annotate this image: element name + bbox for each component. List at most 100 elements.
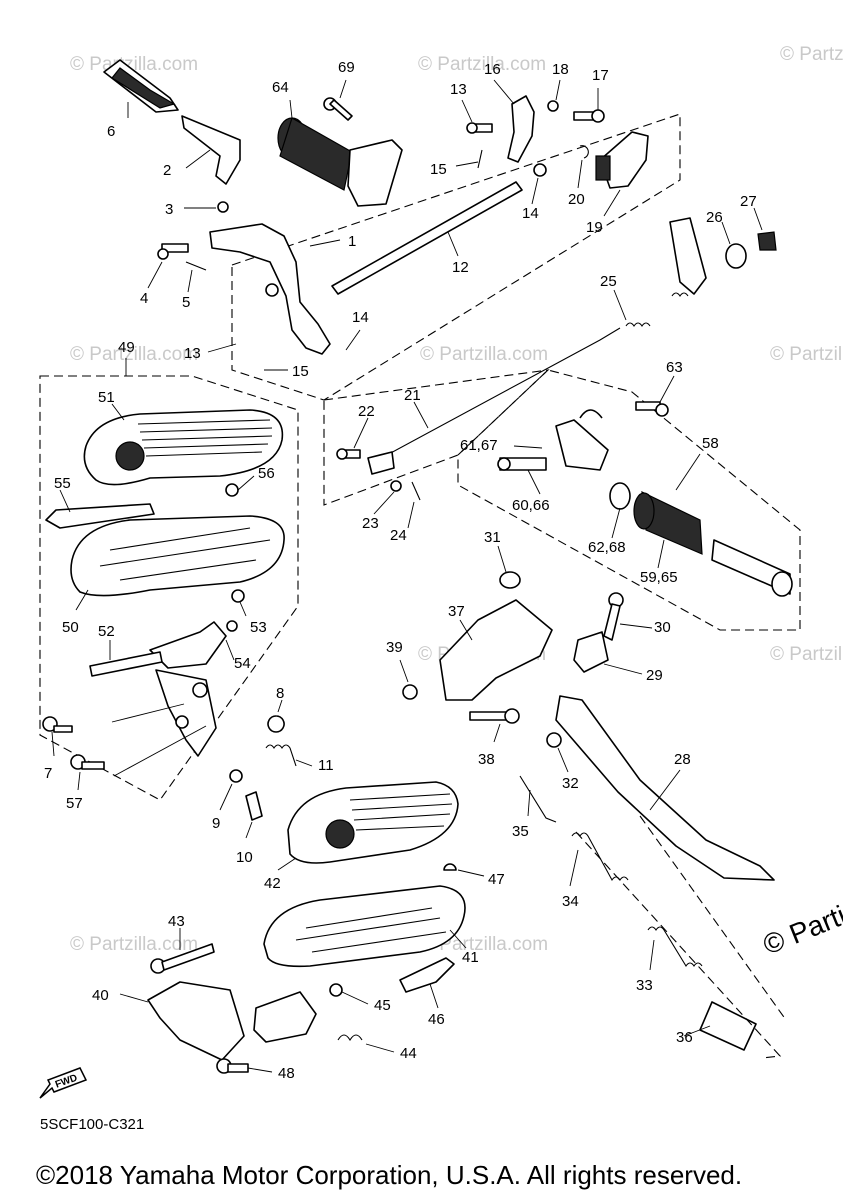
callout-57: 57 [66, 795, 83, 812]
callout-24: 24 [390, 527, 407, 544]
group-box-12 [231, 113, 681, 401]
callout-20: 20 [568, 191, 585, 208]
callout-43: 43 [168, 913, 185, 930]
grommet-47 [443, 863, 457, 871]
callout-10: 10 [236, 849, 253, 866]
callout-54: 54 [234, 655, 251, 672]
callout-12: 12 [452, 259, 469, 276]
callout-4: 4 [140, 290, 148, 307]
group-box-21 [323, 369, 550, 506]
pedal-bracket [181, 115, 241, 185]
floorboard-assembly-49 [42, 409, 297, 821]
callout-32: 32 [562, 775, 579, 792]
brake-arm-boss [265, 283, 279, 297]
sidestand-28 [555, 695, 775, 881]
washer-23 [390, 480, 402, 492]
callout-33: 33 [636, 977, 653, 994]
callout-52: 52 [98, 623, 115, 640]
callout-64: 64 [272, 79, 289, 96]
watermark: © Partzilla.com [70, 54, 198, 75]
washer-8 [267, 715, 285, 733]
link-26 [669, 217, 707, 295]
callout-30: 30 [654, 619, 671, 636]
bracket-frame [155, 669, 217, 757]
sidestand-assembly [402, 571, 787, 1059]
callout-44: 44 [400, 1045, 417, 1062]
callout-3: 3 [165, 201, 173, 218]
spring-35 [519, 775, 557, 823]
bolt-69 [323, 97, 353, 121]
floorboard-tray-50 [70, 515, 285, 597]
group-box-58 [457, 369, 801, 631]
nut-32 [546, 732, 562, 748]
star-emblem-lower [325, 819, 355, 849]
washer-62-68 [609, 482, 631, 510]
callout-41: 41 [462, 949, 479, 966]
callout-46: 46 [428, 1011, 445, 1028]
callout-1: 1 [348, 233, 356, 250]
watermark: © Partzilla.com [70, 344, 198, 365]
watermark: © Partzilla.com [70, 934, 198, 955]
copyright-notice: ©2018 Yamaha Motor Corporation, U.S.A. A… [36, 1160, 743, 1190]
callout-47: 47 [488, 871, 505, 888]
bracket-37 [439, 599, 553, 701]
callout-31: 31 [484, 529, 501, 546]
floorboard-tray-41 [263, 885, 466, 968]
pin-22 [336, 448, 361, 460]
peg-pin [711, 539, 791, 595]
spring-33 [647, 926, 703, 968]
bracket-29 [573, 631, 609, 673]
bolt-48 [216, 1058, 249, 1074]
bolt-13 [466, 122, 493, 134]
shift-rod-12 [331, 181, 523, 295]
bracket-40 [147, 981, 245, 1061]
spring-34 [571, 832, 629, 882]
callout-21: 21 [404, 387, 421, 404]
callout-39: 39 [386, 639, 403, 656]
group-box-49 [39, 375, 299, 801]
lower-floorboard-assembly [147, 781, 466, 1074]
spring-44 [337, 1034, 363, 1042]
callout-15: 15 [430, 161, 447, 178]
nut-39 [402, 684, 418, 700]
washer-14 [533, 163, 547, 177]
washer-54 [226, 620, 238, 632]
callout-17: 17 [592, 67, 609, 84]
callout-22: 22 [358, 403, 375, 420]
callout-69: 69 [338, 59, 355, 76]
watermark: © Partzilla.com [780, 44, 843, 65]
bolt-63 [635, 401, 669, 417]
brake-rod-21 [373, 327, 621, 463]
pin-5 [185, 261, 207, 271]
callout-56: 56 [258, 465, 275, 482]
pin-15 [477, 149, 483, 169]
callout-50: 50 [62, 619, 79, 636]
brake-arm [209, 223, 331, 355]
grommet-56 [225, 483, 239, 497]
clip-20 [579, 145, 589, 159]
brake-pedal-pad [103, 59, 179, 113]
bushing-26 [725, 243, 747, 269]
callout-26: 26 [706, 209, 723, 226]
callout-15b: 15 [292, 363, 309, 380]
watermark: © Partzilla.com [770, 644, 843, 665]
callout-14: 14 [522, 205, 539, 222]
callout-29: 29 [646, 667, 663, 684]
callout-27: 27 [740, 193, 757, 210]
collar-31 [499, 571, 521, 589]
watermark: © Partzilla.com [420, 934, 548, 955]
washer-18 [547, 100, 559, 112]
spring-25 [625, 292, 689, 327]
callout-28: 28 [674, 751, 691, 768]
callout-49: 49 [118, 339, 135, 356]
callout-61-67: 61,67 [460, 437, 498, 454]
callout-11: 11 [318, 757, 334, 774]
spring-11 [265, 744, 297, 767]
shift-bracket-16 [507, 95, 535, 163]
callout-36: 36 [676, 1029, 693, 1046]
fwd-arrow-icon: FWD [39, 1067, 88, 1099]
callout-35: 35 [512, 823, 529, 840]
strip-55 [45, 503, 155, 529]
callout-14b: 14 [352, 309, 369, 326]
callout-16: 16 [484, 61, 501, 78]
